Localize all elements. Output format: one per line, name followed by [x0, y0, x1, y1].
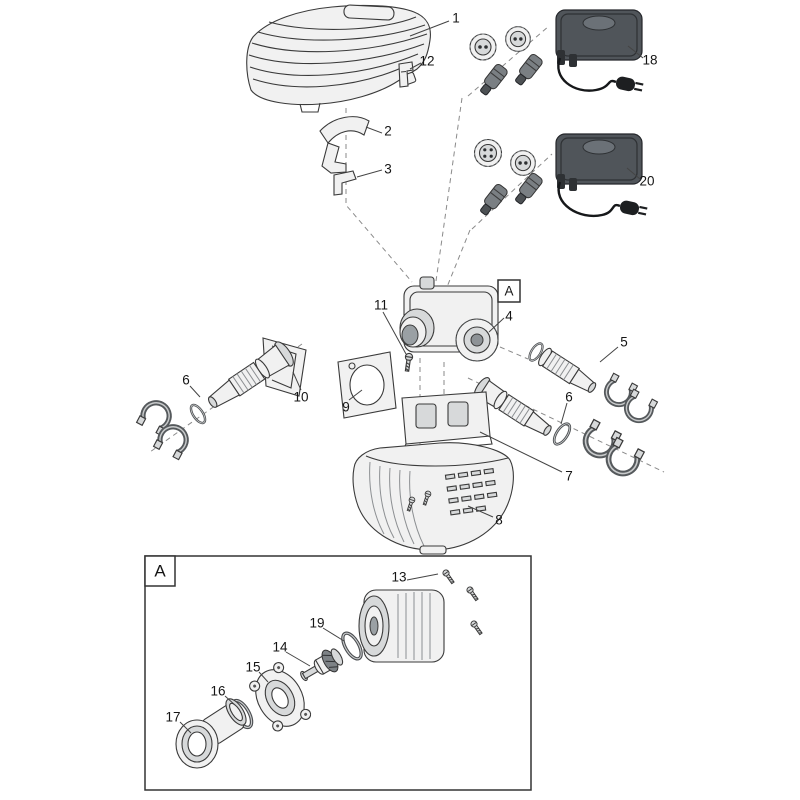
- leader-lines: [179, 20, 644, 734]
- inset-a-label: A: [154, 562, 166, 581]
- pump-flange-part-15: [249, 662, 312, 732]
- part-label-10: 10: [293, 390, 308, 405]
- part-label-3: 3: [384, 162, 392, 177]
- part-label-2: 2: [384, 124, 392, 139]
- controller-box-part-20: [555, 133, 650, 219]
- part-label-19: 19: [309, 616, 324, 631]
- gasket-plate-part-9: [337, 351, 397, 419]
- part-label-6-right: 6: [565, 390, 573, 405]
- part-label-16: 16: [210, 684, 225, 699]
- part-labels: 1 12 2 3 18 20 11 4 5 6 10 9 6 7 8 13 19…: [165, 11, 657, 725]
- part-label-5: 5: [620, 335, 628, 350]
- part-label-13: 13: [391, 570, 406, 585]
- pump-body-part-4: [399, 276, 499, 362]
- impeller-part-14: [300, 648, 344, 682]
- inset-panel-a: A: [144, 555, 532, 791]
- callout-a-label: A: [504, 284, 513, 299]
- part-label-11: 11: [374, 298, 388, 313]
- part-label-4: 4: [505, 309, 513, 324]
- callout-a-box: A: [497, 279, 521, 303]
- part-label-9: 9: [342, 400, 350, 415]
- part-label-14: 14: [272, 640, 288, 655]
- top-cover-part-1: [246, 4, 431, 113]
- carry-handle-part-2: [319, 116, 370, 174]
- part-label-18: 18: [642, 53, 657, 68]
- outlet-elbow-part-17: [175, 698, 247, 769]
- hose-tail-set-part-5: [525, 340, 658, 425]
- part-label-8: 8: [495, 513, 503, 528]
- part-label-6-left: 6: [182, 373, 190, 388]
- part-label-7: 7: [565, 469, 573, 484]
- part-label-17: 17: [165, 710, 180, 725]
- connector-set-18: [469, 26, 545, 98]
- connector-set-20: [473, 138, 545, 218]
- handle-bracket-part-3: [333, 170, 357, 196]
- motor-block-part-13: [358, 568, 484, 663]
- part-label-20: 20: [639, 174, 654, 189]
- part-label-12: 12: [419, 54, 434, 69]
- cover-clip-part-12: [398, 61, 414, 88]
- part-label-1: 1: [452, 11, 460, 26]
- pump-bracket-part-7: [401, 391, 493, 453]
- bottom-shell-part-8: [352, 442, 514, 555]
- screw-part-11: [402, 352, 414, 373]
- part-label-15: 15: [245, 660, 260, 675]
- hose-tail-left-part-6: [137, 341, 294, 460]
- controller-box-part-18: [555, 9, 646, 95]
